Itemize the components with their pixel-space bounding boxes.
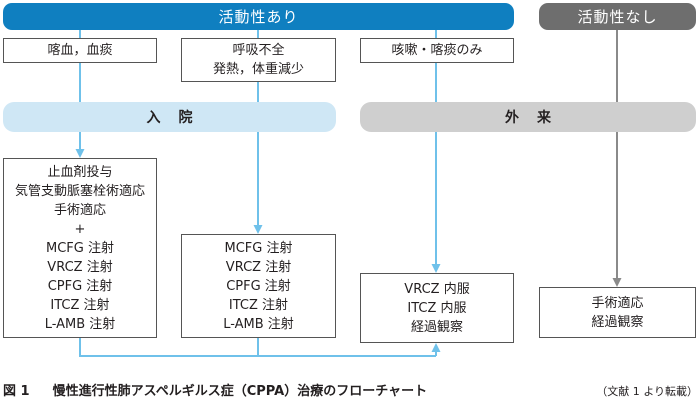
treatment-inactive-item: 経過観察 [591,314,644,330]
phase-inpatient: 入院 [3,102,336,132]
treatment-moderate-item: MCFG 注射 [224,240,293,256]
treatment-severe-item: ITCZ 注射 [50,297,110,313]
header-inactive: 活動性なし [539,3,696,30]
treatment-severe-item: MCFG 注射 [46,240,114,256]
treatment-inactive: 手術適応 経過観察 [539,287,696,338]
treatment-moderate-item: ITCZ 注射 [228,297,289,313]
treatment-moderate-item: L-AMB 注射 [223,316,294,332]
treatment-oral-item: 経過観察 [410,319,463,335]
symptom-respiratory-line-1: 呼吸不全 [232,43,285,58]
phase-outpatient: 外来 [360,102,696,132]
treatment-severe-item: L-AMB 注射 [44,316,116,332]
figure-source: （文献 1 より転載） [596,385,698,398]
treatment-oral: VRCZ 内服 ITCZ 内服 経過観察 [360,273,514,343]
figure-title: 慢性進行性肺アスペルギルス症（CPPA）治療のフローチャート [52,384,428,399]
treatment-severe-item: 気管支動脈塞栓術適応 [14,183,145,199]
treatment-oral-item: VRCZ 内服 [404,281,470,297]
figure-caption: 図 1 慢性進行性肺アスペルギルス症（CPPA）治療のフローチャート [3,380,563,400]
treatment-severe-item: CPFG 注射 [47,278,113,294]
treatment-moderate-item: VRCZ 注射 [225,259,292,275]
treatment-moderate-item: CPFG 注射 [226,278,291,294]
treatment-severe-plus: + [74,221,86,237]
treatment-severe-item: VRCZ 注射 [47,259,113,275]
symptom-hemoptysis: 喀血，血痰 [3,38,157,63]
treatment-moderate: MCFG 注射 VRCZ 注射 CPFG 注射 ITCZ 注射 L-AMB 注射 [181,234,336,338]
treatment-severe: 止血剤投与 気管支動脈塞栓術適応 手術適応 + MCFG 注射 VRCZ 注射 … [3,158,157,338]
treatment-inactive-item: 手術適応 [591,295,644,311]
treatment-severe-item: 手術適応 [53,202,106,218]
treatment-severe-item: 止血剤投与 [47,164,113,180]
symptom-cough: 咳嗽・喀痰のみ [360,38,514,63]
header-active: 活動性あり [3,3,514,30]
symptom-respiratory-line-2: 発熱，体重減少 [212,62,304,77]
treatment-oral-item: ITCZ 内服 [407,300,467,316]
figure-label: 図 1 [3,384,30,399]
symptom-respiratory: 呼吸不全 発熱，体重減少 [181,38,336,82]
